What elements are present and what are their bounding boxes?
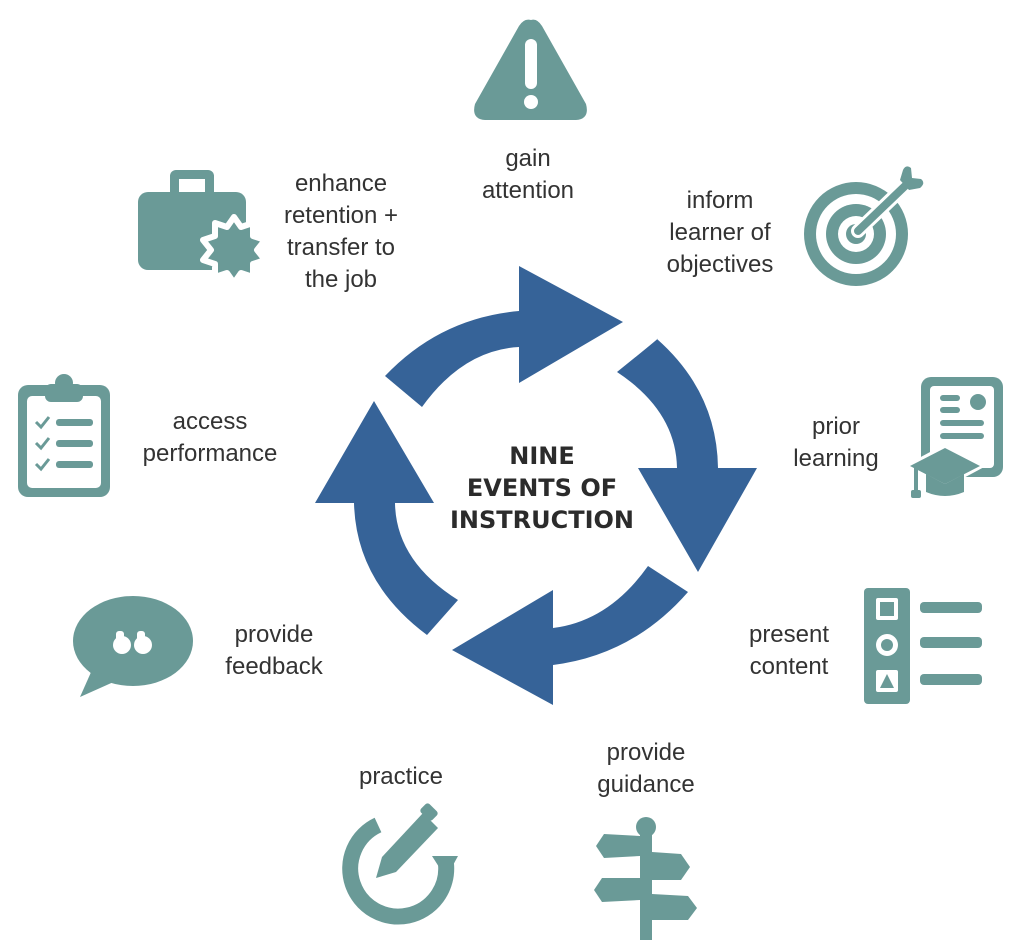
label-enhance-retention: enhance retention + transfer to the job	[266, 168, 416, 296]
certificate-icon	[904, 377, 1003, 498]
briefcase-badge-icon	[138, 170, 268, 286]
label-line: practice	[358, 763, 444, 790]
practice-icon	[342, 803, 458, 925]
label-access-performance: access performance	[120, 406, 300, 470]
label-inform-learner-of-objectives: inform learner of objectives	[640, 185, 800, 281]
label-line: present	[748, 621, 830, 648]
speech-bubble-icon	[73, 596, 193, 697]
label-line: the job	[304, 266, 378, 293]
label-line: prior	[811, 413, 860, 440]
cycle-arrow-bottom	[452, 566, 688, 705]
label-line: provide	[234, 621, 314, 648]
label-line: inform	[686, 187, 754, 214]
label-line: learner of	[669, 219, 771, 246]
warning-icon	[474, 19, 587, 121]
clipboard-icon	[18, 374, 110, 497]
center-title-line: EVENTS OF	[466, 474, 618, 502]
label-gain-attention: gain attention	[448, 143, 608, 207]
label-provide-feedback: provide feedback	[204, 619, 344, 683]
label-line: content	[749, 653, 829, 680]
label-present-content: present content	[729, 619, 849, 683]
label-line: performance	[142, 440, 278, 467]
cycle-arrow-left	[315, 401, 458, 635]
center-title-line: NINE	[509, 442, 575, 470]
label-line: learning	[793, 445, 879, 472]
label-line: retention +	[283, 202, 399, 229]
label-line: access	[172, 408, 248, 435]
label-practice: practice	[341, 761, 461, 793]
label-line: enhance	[294, 170, 388, 197]
center-title-line: INSTRUCTION	[449, 506, 635, 534]
label-line: transfer to	[286, 234, 396, 261]
target-icon	[804, 166, 924, 286]
cycle-arrow-top	[385, 266, 623, 407]
label-line: gain	[505, 145, 551, 172]
cycle-arrow-right	[617, 338, 757, 572]
content-list-icon	[864, 588, 982, 704]
signpost-icon	[594, 817, 697, 940]
label-line: feedback	[225, 653, 323, 680]
label-line: objectives	[666, 251, 774, 278]
cycle-arrows	[315, 266, 757, 705]
center-title: NINE EVENTS OF INSTRUCTION	[432, 440, 652, 536]
label-line: guidance	[597, 771, 695, 798]
label-provide-guidance: provide guidance	[576, 737, 716, 801]
label-line: attention	[481, 177, 575, 204]
label-prior-learning: prior learning	[776, 411, 896, 475]
label-line: provide	[606, 739, 686, 766]
